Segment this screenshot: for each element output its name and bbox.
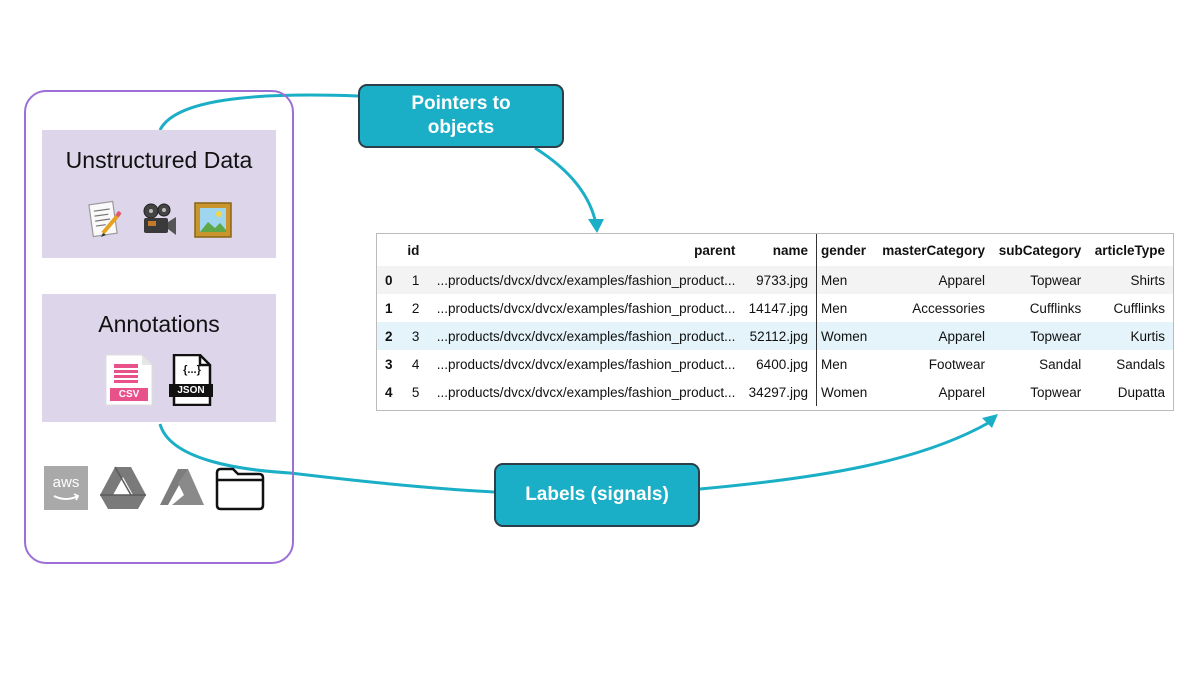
azure-icon — [160, 469, 204, 505]
cell-name: 9733.jpg — [743, 266, 817, 294]
cell-gender: Men — [815, 350, 877, 378]
column-header-name: name — [772, 242, 808, 258]
cell-mastercategory: Apparel — [876, 266, 994, 294]
cell-parent: ...products/dvcx/dvcx/examples/fashion_p… — [436, 356, 736, 372]
row-index: 3 — [385, 356, 393, 372]
cell-parent: ...products/dvcx/dvcx/examples/fashion_p… — [436, 300, 736, 316]
cell-mastercategory: Apparel — [876, 322, 994, 350]
dataframe-table: id parent name gender masterCategory sub… — [376, 233, 1174, 411]
row-index: 2 — [377, 322, 403, 350]
labels-arrowhead — [982, 414, 998, 428]
table-row: 1 2 ...products/dvcx/dvcx/examples/fashi… — [377, 294, 1173, 322]
table-row: 3 4 ...products/dvcx/dvcx/examples/fashi… — [377, 350, 1173, 378]
cell-articletype: Kurtis — [1089, 322, 1173, 350]
aws-icon: aws — [44, 466, 88, 510]
cell-subcategory: Topwear — [993, 266, 1090, 294]
labels-callout-label: Labels (signals) — [525, 484, 669, 505]
cell-parent: ...products/dvcx/dvcx/examples/fashion_p… — [427, 322, 744, 350]
pointers-to-objects-callout: Pointers to objects — [358, 84, 564, 148]
cell-articletype: Cufflinks — [1113, 300, 1165, 316]
pointer-arrowhead — [588, 219, 604, 233]
cell-articletype: Sandals — [1116, 356, 1165, 372]
labels-signals-callout: Labels (signals) — [494, 463, 700, 527]
unstructured-data-title: Unstructured Data — [65, 147, 253, 173]
cell-parent: ...products/dvcx/dvcx/examples/fashion_p… — [436, 384, 736, 400]
cell-id: 4 — [411, 356, 420, 372]
json-file-icon: {...} JSON — [168, 354, 214, 406]
cell-subcategory: Cufflinks — [1029, 300, 1082, 316]
column-header-articletype: articleType — [1094, 242, 1165, 258]
table-row: 4 5 ...products/dvcx/dvcx/examples/fashi… — [377, 378, 1173, 406]
cell-subcategory: Topwear — [1030, 384, 1082, 400]
column-header-gender: gender — [815, 234, 877, 266]
csv-file-icon: CSV — [104, 354, 154, 406]
json-braces-label: {...} — [183, 364, 201, 376]
cell-name: 6400.jpg — [756, 356, 808, 372]
cell-mastercategory: Footwear — [928, 356, 986, 372]
table-header-row: id parent name gender masterCategory sub… — [377, 234, 1173, 266]
cell-id: 3 — [403, 322, 428, 350]
pointers-callout-label: Pointers to objects — [411, 93, 511, 138]
row-index: 0 — [377, 266, 403, 294]
text-document-icon — [88, 200, 122, 238]
column-header-subcategory: subCategory — [998, 242, 1082, 258]
cell-gender: Women — [815, 322, 877, 350]
cell-name: 14147.jpg — [748, 300, 808, 316]
cell-id: 5 — [411, 384, 420, 400]
google-drive-icon — [100, 466, 146, 509]
row-index: 1 — [385, 300, 393, 316]
annotations-title: Annotations — [98, 311, 220, 337]
annotations-box: Annotations CSV {...} — [42, 294, 276, 422]
cell-mastercategory: Accessories — [912, 300, 986, 316]
cell-gender: Women — [815, 378, 877, 406]
cell-parent: ...products/dvcx/dvcx/examples/fashion_p… — [427, 266, 744, 294]
row-index: 4 — [385, 384, 393, 400]
column-header-index — [377, 234, 403, 266]
storage-icons-row: aws — [44, 464, 268, 512]
csv-label: CSV — [118, 389, 140, 400]
table-row: 0 1 ...products/dvcx/dvcx/examples/fashi… — [377, 266, 1173, 294]
cell-subcategory: Sandal — [1039, 356, 1082, 372]
data-sources-panel — [24, 90, 294, 564]
framed-picture-icon — [194, 202, 232, 238]
labels-connector — [158, 423, 495, 494]
cell-gender: Men — [815, 294, 877, 322]
column-header-mastercategory: masterCategory — [882, 242, 986, 258]
cell-id: 1 — [403, 266, 428, 294]
pointer-arrow — [534, 146, 598, 225]
pointer-connector — [158, 93, 359, 131]
folder-icon — [215, 467, 265, 511]
cell-name: 52112.jpg — [743, 322, 817, 350]
aws-label: aws — [52, 474, 80, 491]
table-row-highlighted: 2 3 ...products/dvcx/dvcx/examples/fashi… — [377, 322, 1173, 350]
column-header-parent: parent — [694, 242, 736, 258]
movie-camera-icon — [143, 203, 176, 235]
cell-gender: Men — [815, 266, 877, 294]
cell-id: 2 — [411, 300, 420, 316]
cell-mastercategory: Apparel — [938, 384, 986, 400]
cell-articletype: Shirts — [1089, 266, 1173, 294]
column-header-id: id — [407, 242, 420, 258]
unstructured-data-box: Unstructured Data — [42, 130, 276, 258]
json-label: JSON — [177, 385, 205, 396]
cell-subcategory: Topwear — [993, 322, 1090, 350]
cell-name: 34297.jpg — [748, 384, 808, 400]
labels-arrow — [699, 420, 991, 491]
cell-articletype: Dupatta — [1117, 384, 1165, 400]
